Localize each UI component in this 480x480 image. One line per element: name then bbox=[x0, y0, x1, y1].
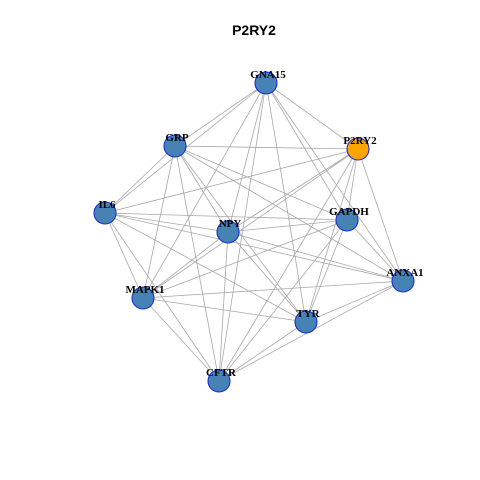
edge-gapdh-cftr bbox=[218, 219, 348, 382]
edge-grp-cftr bbox=[174, 145, 220, 382]
edge-mapk1-cftr bbox=[142, 297, 220, 382]
node-label-anxa1: ANXA1 bbox=[386, 267, 423, 279]
edge-il6-npy bbox=[104, 212, 229, 233]
edge-il6-gapdh bbox=[104, 212, 348, 221]
edge-p2ry2-cftr bbox=[218, 148, 359, 382]
node-mapk1[interactable] bbox=[131, 286, 155, 310]
edge-gna15-anxa1 bbox=[265, 82, 404, 282]
node-tyr[interactable] bbox=[294, 310, 318, 334]
edge-grp-p2ry2 bbox=[174, 145, 359, 150]
edge-gapdh-tyr bbox=[305, 219, 348, 323]
edge-gna15-tyr bbox=[265, 82, 307, 323]
edge-npy-mapk1 bbox=[142, 231, 229, 299]
edge-il6-mapk1 bbox=[104, 212, 144, 299]
edge-gna15-cftr bbox=[218, 82, 267, 382]
edge-gna15-grp bbox=[174, 82, 267, 147]
node-label-p2ry2: P2RY2 bbox=[343, 135, 377, 147]
edge-gapdh-anxa1 bbox=[346, 219, 404, 282]
node-label-gna15: GNA15 bbox=[250, 69, 286, 81]
edge-il6-anxa1 bbox=[104, 212, 404, 282]
edge-mapk1-tyr bbox=[142, 297, 307, 323]
edge-p2ry2-npy bbox=[227, 148, 359, 233]
edge-grp-mapk1 bbox=[142, 145, 176, 299]
edge-p2ry2-anxa1 bbox=[357, 148, 404, 282]
node-grp[interactable] bbox=[163, 134, 187, 158]
edge-gna15-gapdh bbox=[265, 82, 348, 221]
edge-p2ry2-tyr bbox=[305, 148, 359, 323]
edge-p2ry2-gapdh bbox=[346, 148, 359, 221]
edge-grp-il6 bbox=[104, 145, 176, 214]
node-label-mapk1: MAPK1 bbox=[125, 284, 164, 296]
node-label-gapdh: GAPDH bbox=[329, 206, 369, 218]
edge-grp-gapdh bbox=[174, 145, 348, 221]
edge-npy-anxa1 bbox=[227, 231, 404, 282]
edge-anxa1-tyr bbox=[305, 280, 404, 323]
edge-gna15-mapk1 bbox=[142, 82, 267, 299]
edge-grp-tyr bbox=[174, 145, 307, 323]
edge-anxa1-mapk1 bbox=[142, 280, 404, 299]
graph-title: P2RY2 bbox=[232, 22, 276, 38]
node-label-cftr: CFTR bbox=[206, 367, 237, 379]
node-cftr[interactable] bbox=[207, 369, 231, 393]
edge-il6-tyr bbox=[104, 212, 307, 323]
node-label-grp: GRP bbox=[165, 132, 189, 144]
node-gna15[interactable] bbox=[254, 71, 278, 95]
edge-layer bbox=[104, 82, 404, 382]
edge-npy-tyr bbox=[227, 231, 307, 323]
node-gapdh[interactable] bbox=[335, 208, 359, 232]
edge-npy-gapdh bbox=[227, 219, 348, 233]
edge-p2ry2-mapk1 bbox=[142, 148, 359, 299]
edge-gna15-npy bbox=[227, 82, 267, 233]
node-il6[interactable] bbox=[93, 201, 117, 225]
edge-npy-cftr bbox=[218, 231, 229, 382]
node-anxa1[interactable] bbox=[391, 269, 415, 293]
edge-gapdh-mapk1 bbox=[142, 219, 348, 299]
node-npy[interactable] bbox=[216, 220, 240, 244]
edge-gna15-p2ry2 bbox=[265, 82, 359, 150]
node-label-npy: NPY bbox=[219, 218, 242, 230]
edge-p2ry2-il6 bbox=[104, 148, 359, 214]
node-label-il6: IL6 bbox=[98, 199, 116, 211]
node-p2ry2[interactable] bbox=[346, 137, 370, 161]
edge-grp-anxa1 bbox=[174, 145, 404, 282]
node-label-tyr: TYR bbox=[296, 308, 320, 320]
edge-tyr-cftr bbox=[218, 321, 307, 382]
